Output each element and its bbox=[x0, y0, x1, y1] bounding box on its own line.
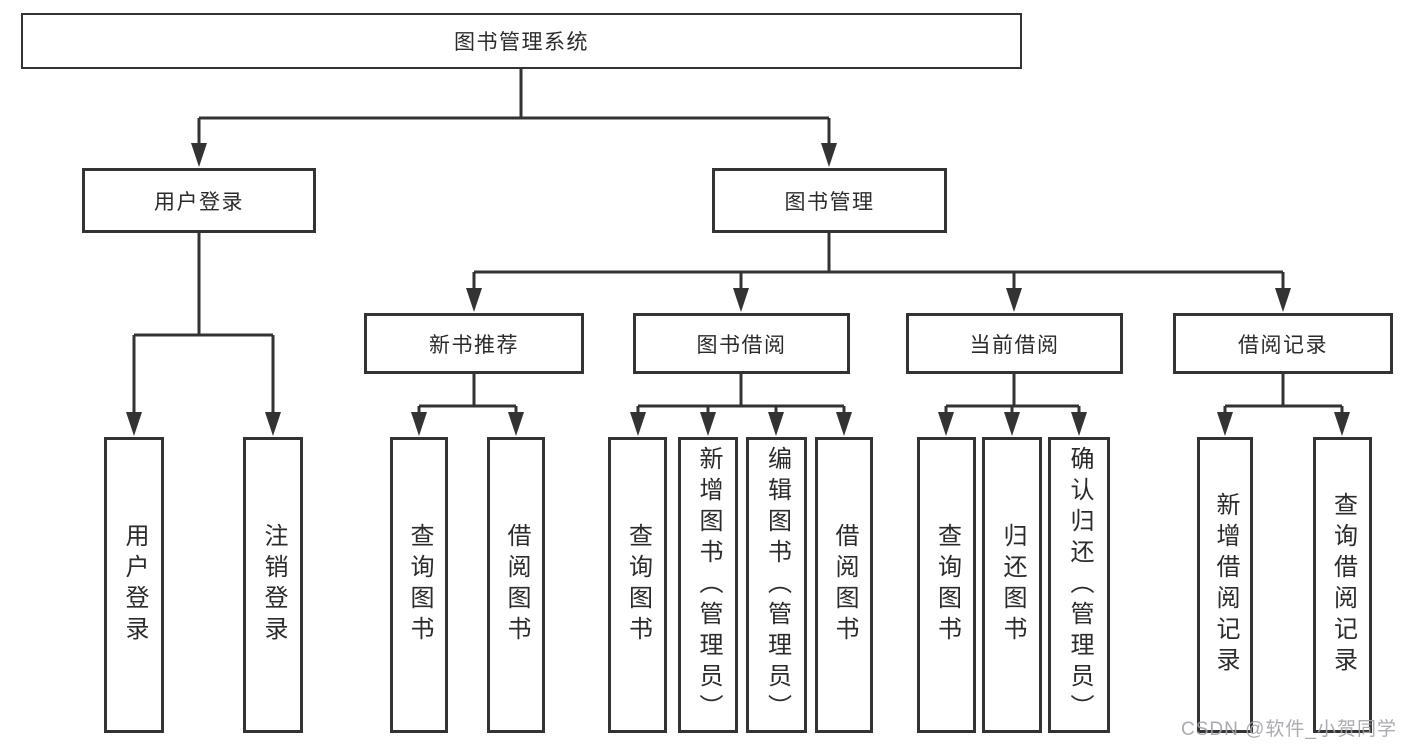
leaf-add-books-admin: 新增图书（管理员） bbox=[678, 437, 738, 733]
leaf-recommend-borrow-books: 借阅图书 bbox=[487, 437, 545, 733]
leaf-add-borrow-record: 新增借阅记录 bbox=[1197, 437, 1253, 733]
node-label: 用户登录 bbox=[154, 190, 244, 214]
node-new-book-recommendation: 新书推荐 bbox=[364, 313, 584, 374]
csdn-watermark: CSDN @软件_小贺同学 bbox=[1181, 719, 1397, 740]
node-label: 确认归还（管理员） bbox=[1066, 445, 1093, 725]
node-label: 借阅记录 bbox=[1238, 333, 1328, 357]
leaf-current-query-books: 查询图书 bbox=[917, 437, 976, 733]
node-label: 查询图书 bbox=[933, 523, 961, 647]
node-borrowing-records: 借阅记录 bbox=[1173, 313, 1393, 374]
node-label: 查询图书 bbox=[406, 523, 433, 647]
leaf-logout: 注销登录 bbox=[243, 437, 303, 733]
node-user-login: 用户登录 bbox=[82, 168, 316, 233]
leaf-user-login: 用户登录 bbox=[104, 437, 164, 733]
node-label: 当前借阅 bbox=[969, 333, 1060, 357]
node-label: 图书借阅 bbox=[696, 333, 787, 357]
tree-edges bbox=[132, 69, 1344, 415]
node-label: 新增借阅记录 bbox=[1212, 492, 1239, 678]
node-label: 归还图书 bbox=[999, 523, 1026, 647]
arrow-heads bbox=[126, 143, 1350, 436]
leaf-edit-books-admin: 编辑图书（管理员） bbox=[746, 437, 807, 733]
leaf-query-borrow-record: 查询借阅记录 bbox=[1313, 437, 1372, 733]
leaf-confirm-return-admin: 确认归还（管理员） bbox=[1048, 437, 1110, 733]
node-book-borrowing: 图书借阅 bbox=[633, 313, 850, 374]
node-label: 用户登录 bbox=[121, 523, 148, 647]
node-label: 新书推荐 bbox=[429, 333, 519, 357]
leaf-borrowing-query-books: 查询图书 bbox=[608, 437, 667, 733]
node-label: 查询图书 bbox=[624, 523, 652, 647]
node-label: 图书管理系统 bbox=[454, 31, 589, 54]
node-label: 借阅图书 bbox=[831, 523, 858, 647]
node-label: 借阅图书 bbox=[503, 523, 530, 647]
node-label: 新增图书（管理员） bbox=[695, 445, 722, 725]
leaf-borrow-books: 借阅图书 bbox=[815, 437, 873, 733]
leaf-recommend-query-books: 查询图书 bbox=[390, 437, 448, 733]
node-label: 查询借阅记录 bbox=[1329, 492, 1357, 678]
node-root-system: 图书管理系统 bbox=[21, 13, 1022, 69]
node-label: 图书管理 bbox=[784, 190, 875, 214]
node-current-borrowing: 当前借阅 bbox=[906, 313, 1123, 374]
node-book-management: 图书管理 bbox=[712, 168, 947, 233]
node-label: 注销登录 bbox=[260, 523, 287, 647]
leaf-return-books: 归还图书 bbox=[982, 437, 1042, 733]
node-label: 编辑图书（管理员） bbox=[763, 445, 791, 725]
